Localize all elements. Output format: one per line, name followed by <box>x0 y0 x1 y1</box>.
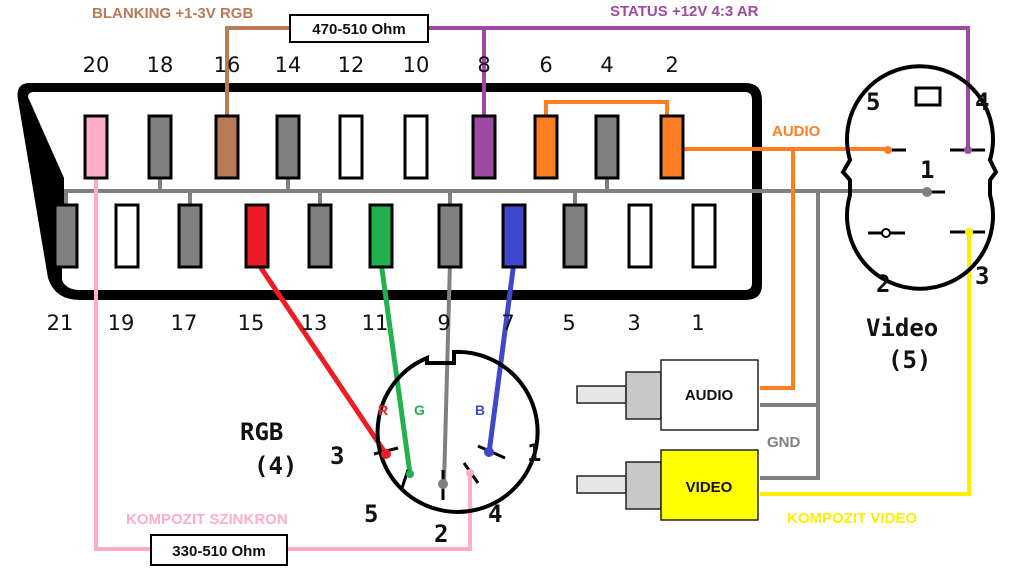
scart-pin-number: 11 <box>362 311 389 335</box>
scart-pin-number: 2 <box>665 53 678 77</box>
scart-pin-9 <box>437 203 463 269</box>
rgb-din-pin-1: 1 <box>527 439 541 467</box>
rgb-din-title: RGB <box>240 418 283 446</box>
scart-pin-5 <box>562 203 588 269</box>
resistor-top: 470-510 Ohm <box>289 14 429 43</box>
video-din-pin-2: 2 <box>876 270 890 298</box>
rca-audio-label: AUDIO <box>685 387 734 404</box>
rgb-din-connector: R G B 3 1 5 2 4 RGB (4) <box>240 349 541 548</box>
audio-wire <box>544 100 888 390</box>
video-din-subtitle: (5) <box>888 346 931 374</box>
kompozit-szinkron-label: KOMPOZIT SZINKRON <box>126 511 288 528</box>
scart-bottom-pins <box>53 203 717 269</box>
scart-pin-number: 4 <box>600 53 613 77</box>
gnd-label: GND <box>767 434 801 451</box>
video-din-pin-5: 5 <box>866 88 880 116</box>
scart-pin-3 <box>627 203 653 269</box>
blanking-label: BLANKING +1-3V RGB <box>92 5 253 22</box>
scart-pin-10 <box>403 114 429 180</box>
video-din-pin-4: 4 <box>975 88 989 116</box>
scart-pin-18 <box>147 114 173 180</box>
scart-pin-2 <box>659 114 685 180</box>
red-wire <box>254 260 389 456</box>
scart-pin-number: 13 <box>301 311 328 335</box>
scart-pin-number: 16 <box>214 53 241 77</box>
scart-pin-12 <box>338 114 364 180</box>
scart-pin-number: 8 <box>477 53 490 77</box>
scart-pin-number: 17 <box>171 311 198 335</box>
blue-signal-label: B <box>475 402 485 418</box>
scart-pin-number: 18 <box>147 53 174 77</box>
scart-pin-7 <box>501 203 527 269</box>
scart-pin-number: 21 <box>47 311 74 335</box>
rgb-din-pin-5: 5 <box>364 500 378 528</box>
scart-pin-number: 12 <box>338 53 365 77</box>
rgb-din-pin-3: 3 <box>330 442 344 470</box>
scart-pin-number: 15 <box>238 311 265 335</box>
scart-pin-number: 19 <box>108 311 135 335</box>
scart-pin-number: 1 <box>691 311 704 335</box>
scart-pin-number: 9 <box>437 311 450 335</box>
rca-video-plug: VIDEO <box>576 449 759 521</box>
scart-pin-11 <box>368 203 394 269</box>
scart-pin-number: 20 <box>83 53 110 77</box>
rgb-din-pin-4: 4 <box>488 500 502 528</box>
scart-top-pins <box>83 114 685 180</box>
kompozit-video-label: KOMPOZIT VIDEO <box>787 510 917 527</box>
scart-bottom-pin-numbers: 21 19 17 15 13 11 9 7 5 3 1 <box>47 311 705 335</box>
svg-text:470-510 Ohm: 470-510 Ohm <box>312 21 405 38</box>
video-din-pin-1: 1 <box>920 156 934 184</box>
rca-audio-plug: AUDIO <box>576 359 759 431</box>
scart-pin-number: 14 <box>275 53 302 77</box>
scart-pin-14 <box>275 114 301 180</box>
scart-pin-number: 7 <box>501 311 514 335</box>
resistor-bottom: 330-510 Ohm <box>150 534 288 566</box>
status-wire <box>482 26 970 150</box>
video-wire <box>760 228 971 496</box>
rgb-din-subtitle: (4) <box>254 452 297 480</box>
blue-wire <box>486 261 517 454</box>
status-label: STATUS +12V 4:3 AR <box>610 3 759 20</box>
scart-pin-8 <box>471 114 497 180</box>
scart-top-pin-numbers: 20 18 16 14 12 10 8 6 4 2 <box>83 53 679 77</box>
scart-pin-20 <box>83 114 109 180</box>
video-din-connector: 5 4 1 2 3 Video (5) <box>840 64 999 374</box>
scart-pin-number: 6 <box>539 53 552 77</box>
video-din-title: Video <box>866 314 938 342</box>
scart-pin-15 <box>244 203 270 269</box>
svg-text:330-510 Ohm: 330-510 Ohm <box>172 543 265 560</box>
scart-pin-number: 5 <box>562 311 575 335</box>
scart-pin-13 <box>307 203 333 269</box>
scart-pin-16 <box>214 114 240 180</box>
scart-pin-1 <box>691 203 717 269</box>
scart-pin-number: 3 <box>627 311 640 335</box>
audio-wire-label: AUDIO <box>772 123 821 140</box>
rca-video-label: VIDEO <box>686 479 733 496</box>
green-wire <box>378 261 413 475</box>
red-signal-label: R <box>378 402 388 418</box>
scart-pin-17 <box>177 203 203 269</box>
scart-pin-number: 10 <box>403 53 430 77</box>
ground-bus <box>64 178 930 485</box>
rgb-din-pin-2: 2 <box>434 520 448 548</box>
scart-pin-19 <box>114 203 140 269</box>
scart-pin-6 <box>533 114 559 180</box>
scart-pin-4 <box>594 114 620 180</box>
scart-pin-21 <box>53 203 79 269</box>
video-din-pin-3: 3 <box>975 262 989 290</box>
blanking-wire <box>225 26 290 116</box>
green-signal-label: G <box>414 402 425 418</box>
